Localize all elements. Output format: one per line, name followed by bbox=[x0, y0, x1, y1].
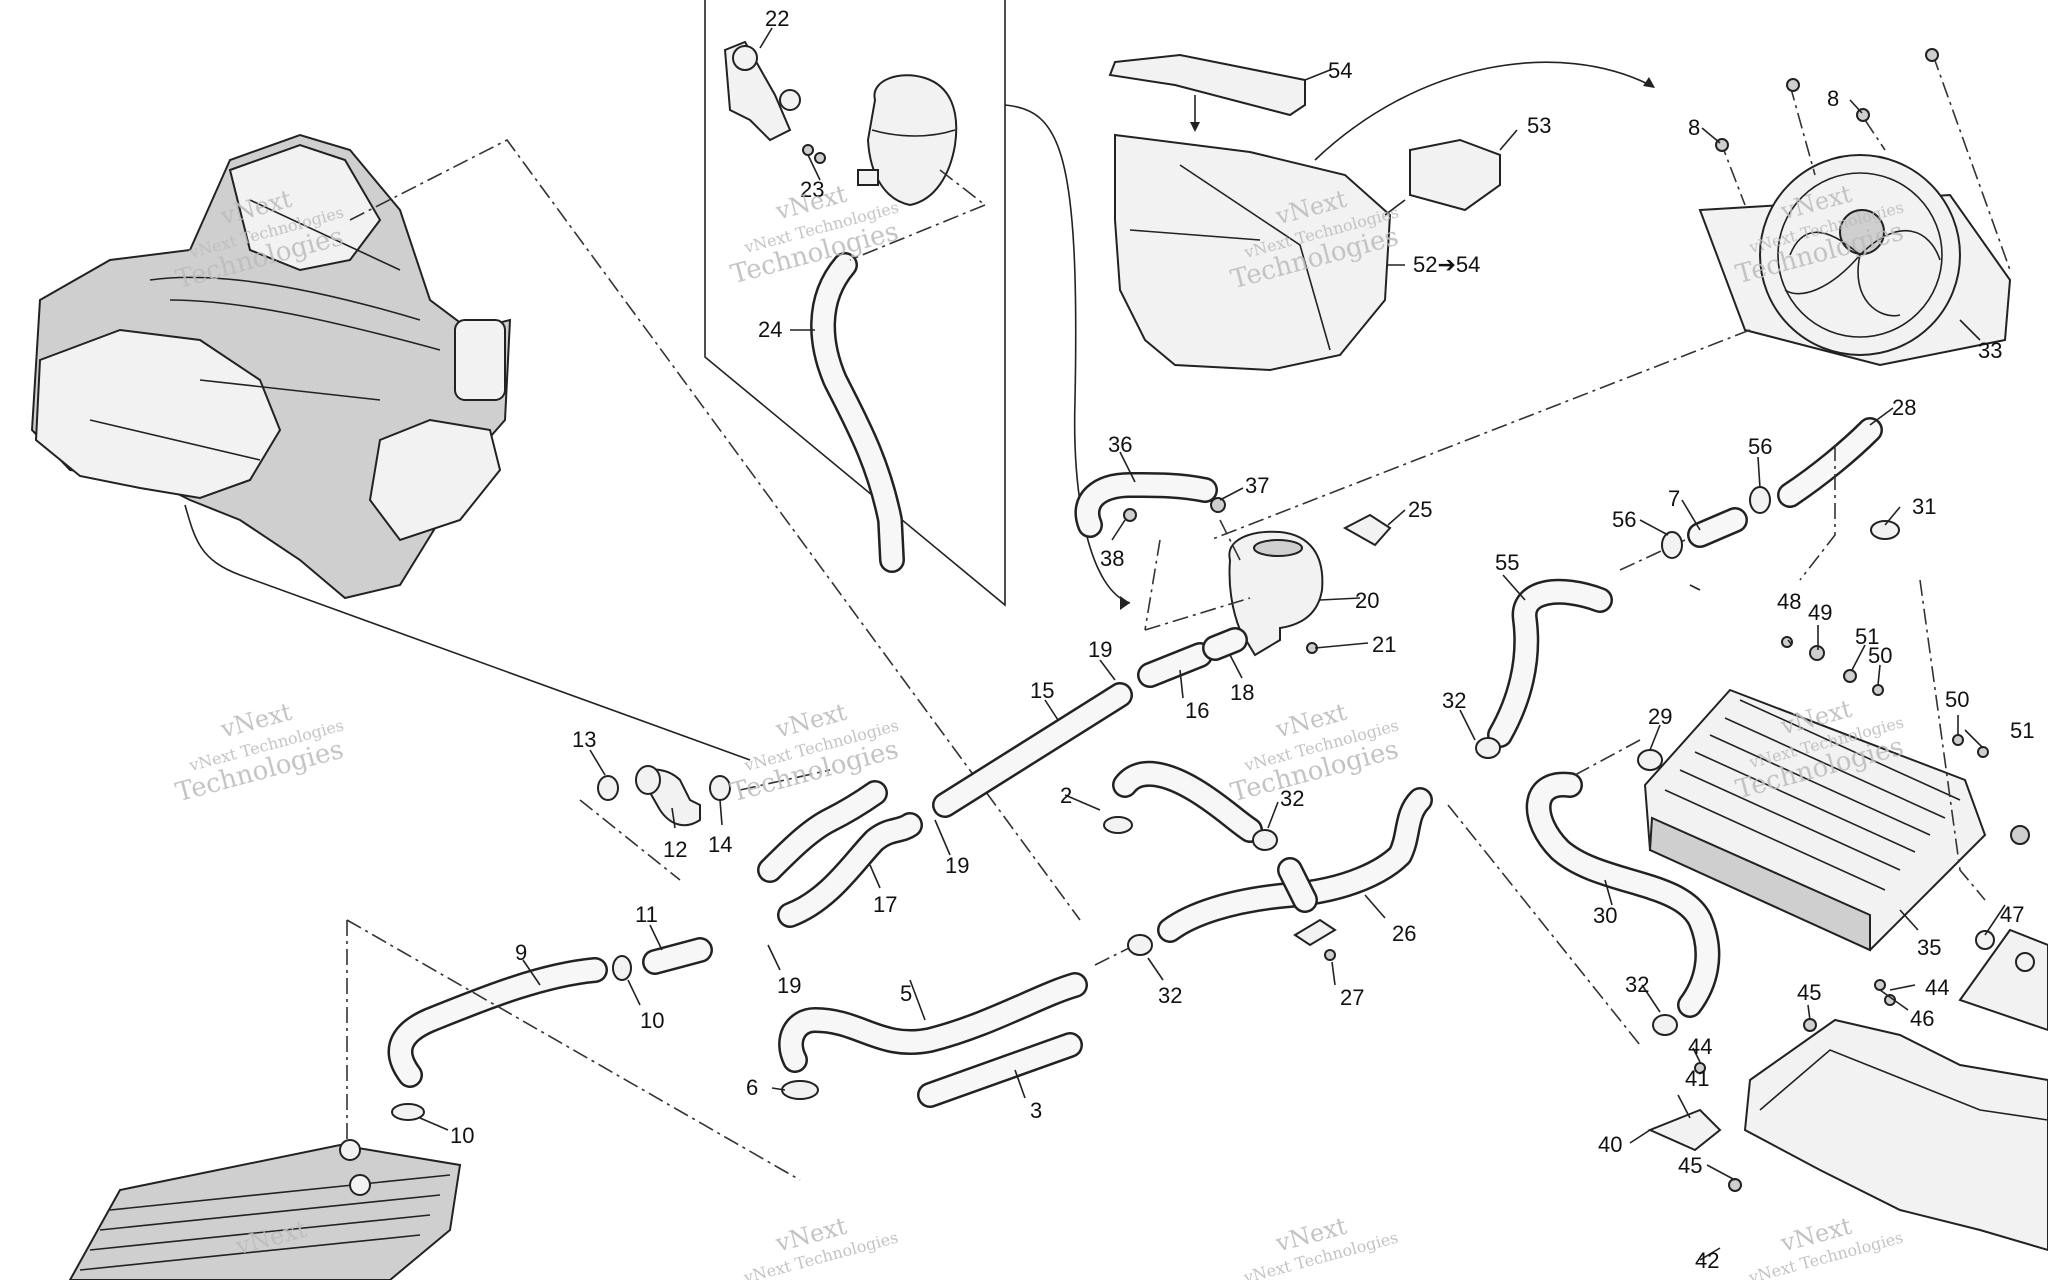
fasteners bbox=[802, 48, 2030, 1192]
callout-8b: 8 bbox=[1827, 86, 1839, 111]
callout-2: 2 bbox=[1060, 783, 1072, 808]
air-box-cover-54 bbox=[1108, 53, 1306, 117]
callout-17: 17 bbox=[873, 892, 897, 917]
callout-13: 13 bbox=[572, 727, 596, 752]
radiator-fan-33 bbox=[1698, 154, 2012, 367]
callout-9: 9 bbox=[515, 940, 527, 965]
callout-53: 53 bbox=[1527, 113, 1551, 138]
lower-cooler bbox=[68, 1139, 462, 1280]
callout-28: 28 bbox=[1892, 395, 1916, 420]
callout-56b: 56 bbox=[1612, 507, 1636, 532]
callout-8a: 8 bbox=[1688, 115, 1700, 140]
callout-14: 14 bbox=[708, 832, 732, 857]
callout-36: 36 bbox=[1108, 432, 1132, 457]
expansion-tank-20 bbox=[1228, 530, 1324, 657]
callout-7: 7 bbox=[1668, 486, 1680, 511]
bracket-27 bbox=[1293, 918, 1337, 947]
callout-11: 11 bbox=[635, 902, 658, 927]
engine-assembly bbox=[30, 133, 512, 600]
callout-31: 31 bbox=[1912, 494, 1936, 519]
clamp-10-upper bbox=[612, 955, 632, 981]
callout-32b: 32 bbox=[1442, 688, 1466, 713]
callout-56a: 56 bbox=[1748, 434, 1772, 459]
callout-42: 42 bbox=[1695, 1248, 1719, 1273]
callout-38: 38 bbox=[1100, 546, 1124, 571]
callout-5: 5 bbox=[900, 981, 912, 1006]
callout-32c: 32 bbox=[1158, 983, 1182, 1008]
clamp-6 bbox=[781, 1080, 819, 1100]
callout-47: 47 bbox=[2000, 902, 2024, 927]
callout-40: 40 bbox=[1598, 1132, 1622, 1157]
cap-25 bbox=[1342, 513, 1392, 547]
clamp-32-mid bbox=[1252, 829, 1278, 851]
engine-leader-triangle bbox=[184, 504, 751, 761]
clamp-13 bbox=[597, 775, 619, 801]
callout-54: 54 bbox=[1328, 58, 1352, 83]
callout-49: 49 bbox=[1808, 600, 1832, 625]
callout-51a: 51 bbox=[1855, 624, 1879, 649]
callout-48: 48 bbox=[1777, 589, 1801, 614]
callout-45b: 45 bbox=[1678, 1153, 1702, 1178]
callout-44b: 44 bbox=[1688, 1034, 1712, 1059]
callout-35: 35 bbox=[1917, 935, 1941, 960]
clamp-10-lower bbox=[391, 1103, 425, 1121]
callout-50a: 50 bbox=[1868, 643, 1892, 668]
inset-reservoir bbox=[857, 74, 958, 207]
clamp-32-upper bbox=[1475, 737, 1501, 759]
clamp-56-left bbox=[1661, 531, 1683, 559]
inset-to-tank-arrow bbox=[1004, 104, 1131, 604]
callout-24: 24 bbox=[758, 317, 782, 342]
clamp-2 bbox=[1103, 816, 1133, 834]
callout-16: 16 bbox=[1185, 698, 1209, 723]
callout-29: 29 bbox=[1648, 704, 1672, 729]
grommet-47 bbox=[2015, 952, 2035, 972]
callout-52: 52➔54 bbox=[1413, 252, 1480, 277]
callout-15: 15 bbox=[1030, 678, 1054, 703]
callout-44a: 44 bbox=[1925, 975, 1949, 1000]
clamp-32-bottom bbox=[1652, 1014, 1678, 1036]
callout-45a: 45 bbox=[1797, 980, 1821, 1005]
callout-37: 37 bbox=[1245, 473, 1269, 498]
callout-19b: 19 bbox=[945, 853, 969, 878]
engine-dash-line bbox=[349, 138, 1081, 921]
callout-3: 3 bbox=[1030, 1098, 1042, 1123]
callout-27: 27 bbox=[1340, 985, 1364, 1010]
callout-6: 6 bbox=[746, 1075, 758, 1100]
reservoir-inset-frame bbox=[704, 0, 1006, 607]
elbow-12 bbox=[635, 765, 701, 827]
callout-32a: 32 bbox=[1280, 786, 1304, 811]
callout-22: 22 bbox=[765, 6, 789, 31]
callout-12: 12 bbox=[663, 837, 687, 862]
grommet-47b bbox=[1975, 930, 1995, 950]
bracket-22 bbox=[723, 40, 801, 142]
callout-labels: 22 23 24 54 53 52➔54 8 8 33 28 56 31 7 5… bbox=[450, 6, 2034, 1273]
callout-33: 33 bbox=[1978, 338, 2002, 363]
callout-23: 23 bbox=[800, 177, 824, 202]
callout-18: 18 bbox=[1230, 680, 1254, 705]
callout-41: 41 bbox=[1685, 1066, 1709, 1091]
callout-10b: 10 bbox=[450, 1123, 474, 1148]
clamp-56-right bbox=[1749, 486, 1771, 514]
callout-46: 46 bbox=[1910, 1006, 1934, 1031]
clamp-29 bbox=[1637, 749, 1663, 771]
callout-19c: 19 bbox=[777, 973, 801, 998]
gasket-53 bbox=[1409, 138, 1501, 212]
callout-55: 55 bbox=[1495, 550, 1519, 575]
callout-32d: 32 bbox=[1625, 972, 1649, 997]
callout-26: 26 bbox=[1392, 921, 1416, 946]
callout-19a: 19 bbox=[1088, 637, 1112, 662]
callout-50b: 50 bbox=[1945, 687, 1969, 712]
callout-10a: 10 bbox=[640, 1008, 664, 1033]
air-box-52 bbox=[1114, 133, 1392, 372]
callout-20: 20 bbox=[1355, 588, 1379, 613]
callout-21: 21 bbox=[1372, 632, 1396, 657]
callout-25: 25 bbox=[1408, 497, 1432, 522]
radiator-35 bbox=[1643, 688, 1987, 952]
callout-51b: 51 bbox=[2010, 718, 2034, 743]
clamp-31 bbox=[1870, 520, 1900, 540]
callout-30: 30 bbox=[1593, 903, 1617, 928]
clamp-32-lower bbox=[1127, 934, 1153, 956]
leader-lines bbox=[419, 27, 2006, 1261]
